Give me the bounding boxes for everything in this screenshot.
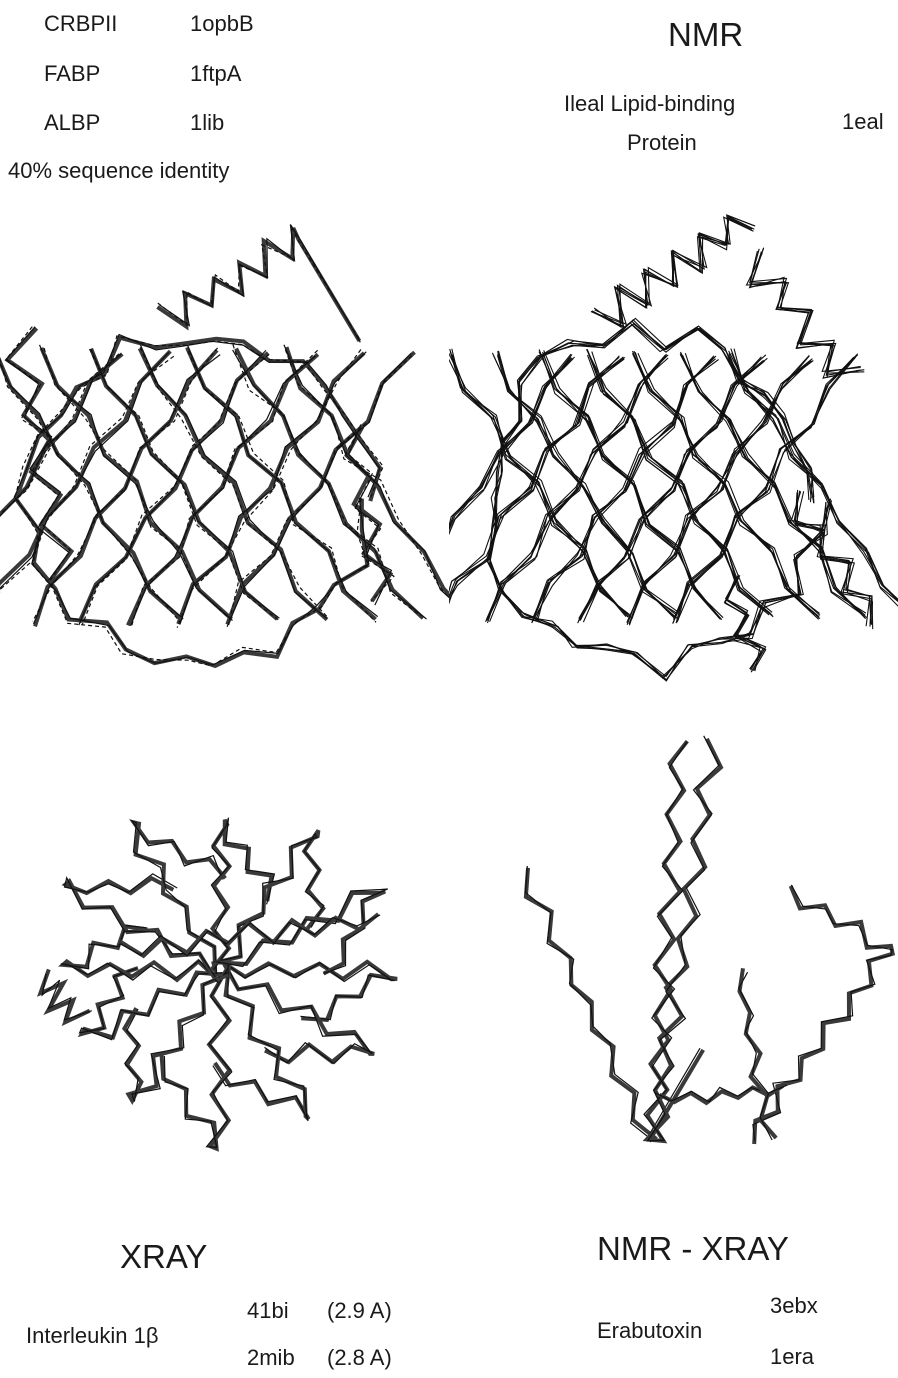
entry-resolution-2: (2.8 A) — [327, 1347, 392, 1369]
protein-name-line2: Protein — [627, 132, 697, 154]
tl-trace-1 — [227, 352, 414, 624]
bl-trace-2 — [224, 964, 374, 1062]
tr-trace-110 — [595, 217, 754, 324]
row-name-1: CRBPII — [44, 13, 117, 35]
protein-code: 1eal — [842, 111, 884, 133]
tr-trace-86 — [681, 354, 862, 614]
entry-code-1: 41bi — [247, 1300, 289, 1322]
structure-panel-top-left — [0, 200, 449, 700]
row-code-1: 1opbB — [190, 13, 254, 35]
entry-code-2: 2mib — [247, 1347, 295, 1369]
tr-trace-46 — [632, 353, 819, 613]
protein-name: Interleukin 1β — [26, 1325, 159, 1347]
protein-name-line1: Ileal Lipid-binding — [564, 93, 735, 115]
entry-resolution-1: (2.9 A) — [327, 1300, 392, 1322]
tr-trace-16 — [750, 251, 858, 377]
row-name-3: ALBP — [44, 112, 100, 134]
tl-trace-33 — [160, 225, 361, 343]
erabutoxin-name: Erabutoxin — [597, 1320, 702, 1342]
erabutoxin-code-1: 3ebx — [770, 1295, 818, 1317]
br-trace-5 — [753, 885, 893, 1141]
tr-trace-105 — [681, 352, 863, 614]
tr-trace-65 — [634, 351, 820, 618]
tl-trace-5 — [128, 354, 318, 625]
xray-title: XRAY — [120, 1240, 207, 1273]
structure-panel-bottom-right — [449, 720, 898, 1220]
row-code-2: 1ftpA — [190, 63, 241, 85]
tr-trace-48 — [685, 353, 866, 613]
tr-trace-83 — [538, 359, 716, 621]
br-trace-4 — [754, 886, 893, 1144]
identity-note: 40% sequence identity — [8, 160, 229, 182]
erabutoxin-code-2: 1era — [770, 1346, 814, 1368]
nmr-title: NMR — [668, 18, 743, 51]
tl-trace-23 — [131, 356, 316, 626]
tl-trace-41 — [131, 350, 318, 628]
tr-trace-103 — [634, 356, 820, 616]
row-name-2: FABP — [44, 63, 100, 85]
tl-trace-50 — [15, 336, 383, 666]
tr-trace-12 — [732, 354, 898, 617]
bl-trace-6 — [161, 969, 229, 1148]
structure-panel-top-right — [449, 200, 898, 700]
structure-panel-bottom-left — [0, 720, 449, 1220]
tr-trace-88 — [729, 354, 898, 618]
tr-trace-35 — [747, 253, 865, 373]
nmr-xray-title: NMR - XRAY — [597, 1232, 789, 1265]
tr-trace-108 — [449, 358, 572, 623]
tr-trace-13 — [449, 359, 573, 622]
tr-trace-50 — [729, 351, 898, 618]
row-code-3: 1lib — [190, 112, 224, 134]
